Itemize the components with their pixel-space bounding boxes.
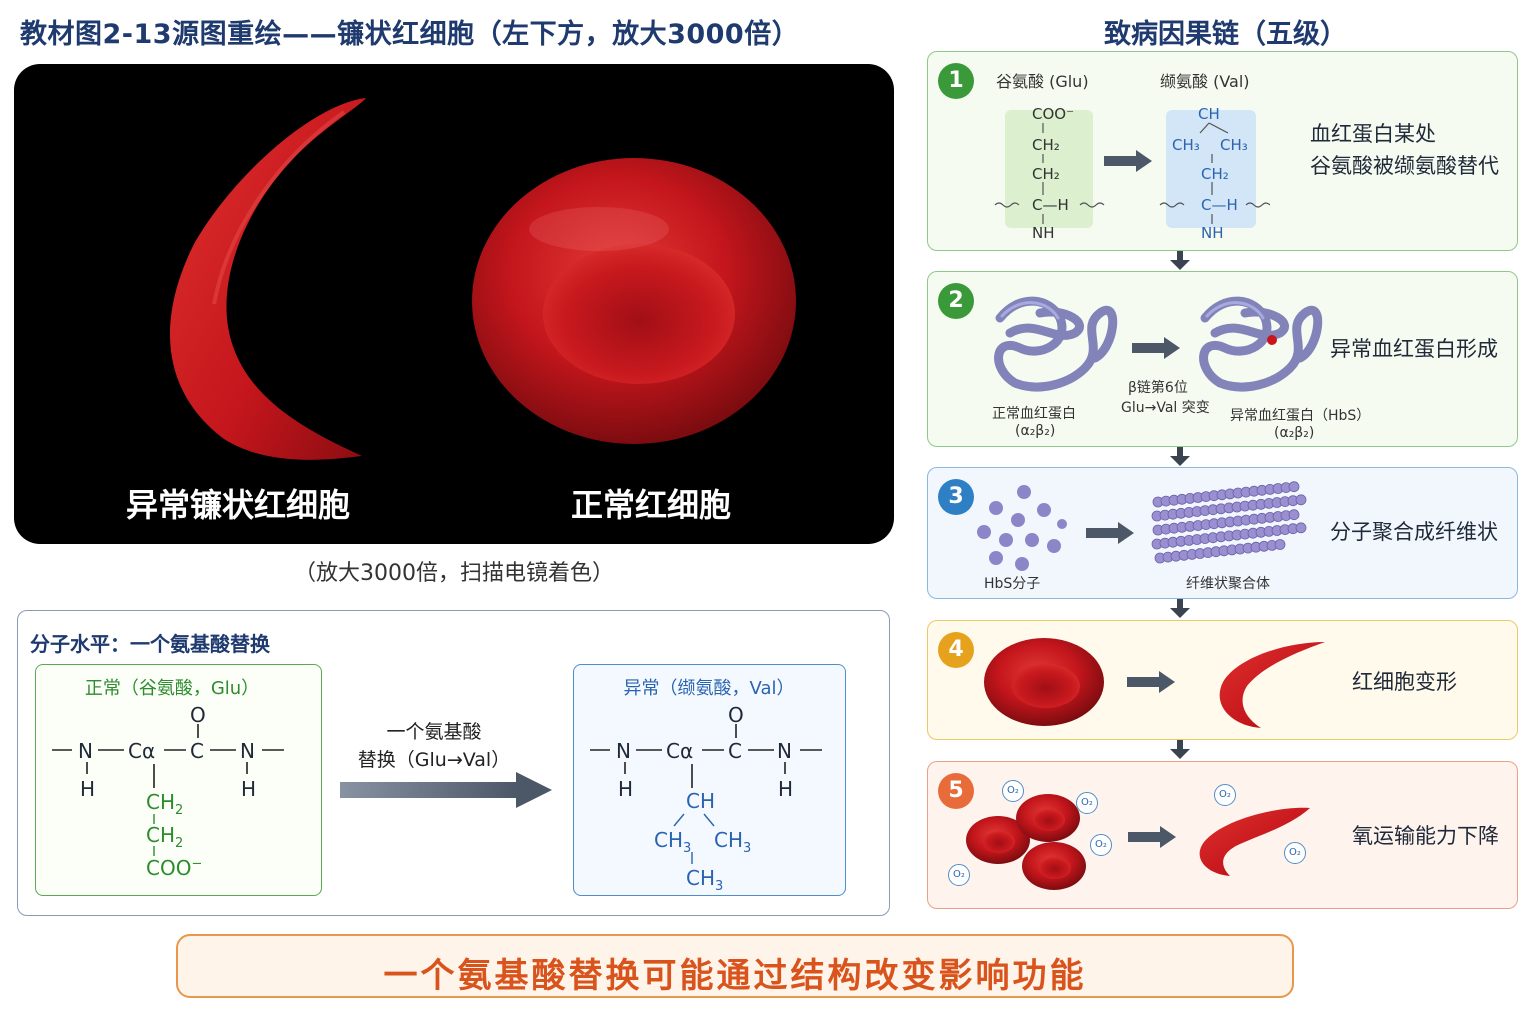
step-5-number: 5 <box>938 773 974 809</box>
glu-ch2-a: CH2 <box>146 790 184 818</box>
conclusion-banner: 一个氨基酸替换可能通过结构改变影响功能 <box>176 934 1294 998</box>
step-2-number: 2 <box>938 283 974 319</box>
val-ch3-bottom: CH3 <box>686 866 724 894</box>
step-2-proteins <box>994 296 1323 392</box>
fiber-bead <box>1295 522 1307 534</box>
step-1-glu-bg <box>1005 110 1093 228</box>
step-1-val-label: 缬氨酸 (Val) <box>1160 72 1250 91</box>
step-3-polymer-label: 纤维状聚合体 <box>1186 576 1270 592</box>
step-2-abnormal-label: 异常血红蛋白（HbS） <box>1230 408 1371 424</box>
o2-bubble: O₂ <box>1002 780 1024 802</box>
fiber-bead <box>1288 481 1300 493</box>
val-ca: Cα <box>666 739 694 763</box>
glu-h2: H <box>241 777 257 801</box>
val-c: C <box>728 739 742 763</box>
step-1-desc: 血红蛋白某处谷氨酸被缬氨酸替代 <box>1310 122 1499 178</box>
glu-h1: H <box>80 777 96 801</box>
step-1-val-bg <box>1166 110 1256 228</box>
o2-bubble: O₂ <box>1214 784 1236 806</box>
glu-structure-box <box>35 664 322 896</box>
glu-c: C <box>190 739 204 763</box>
step-1-glu-ch2-b: CH₂ <box>1032 165 1060 183</box>
step-1-glu-ch: C—H <box>1032 196 1069 214</box>
sickle-cell <box>170 98 366 460</box>
step-5-desc: 氧运输能力下降 <box>1352 824 1499 848</box>
step-4-desc: 红细胞变形 <box>1352 670 1457 694</box>
molecular-heading: 分子水平：一个氨基酸替换 <box>30 632 270 656</box>
val-o: O <box>728 703 744 727</box>
o2-bubble: O₂ <box>948 864 970 886</box>
step-2-desc: 异常血红蛋白形成 <box>1330 337 1498 361</box>
val-ch3-right: CH3 <box>714 828 752 856</box>
down-arrow-1 <box>1170 251 1190 270</box>
step-2-normal-formula: (α₂β₂) <box>1015 423 1056 439</box>
step-5-illustration <box>966 794 1310 890</box>
step-3-illustration <box>977 481 1307 571</box>
step-1-val-nh: NH <box>1201 224 1224 242</box>
o2-bubble: O₂ <box>1284 842 1306 864</box>
normal-cell-label: 正常红细胞 <box>570 486 732 524</box>
step-1-glu-nh: NH <box>1032 224 1055 242</box>
step-1-val-ch3-a: CH₃ <box>1172 136 1200 154</box>
val-h1: H <box>618 777 634 801</box>
conclusion-text: 一个氨基酸替换可能通过结构改变影响功能 <box>383 956 1087 996</box>
val-h2: H <box>778 777 794 801</box>
glu-n: N <box>78 739 93 763</box>
down-arrow-2 <box>1170 447 1190 466</box>
step-4-illustration <box>984 638 1325 728</box>
val-box-title: 异常（缬氨酸，Val） <box>623 678 795 699</box>
step-4-number: 4 <box>938 632 974 668</box>
val-n2: N <box>777 739 792 763</box>
sickle-cell-label: 异常镰状红细胞 <box>125 486 351 524</box>
down-arrow-4 <box>1170 740 1190 759</box>
step-1-glu-label: 谷氨酸 (Glu) <box>996 72 1089 91</box>
glu-n2: N <box>240 739 255 763</box>
glu-o: O <box>190 703 206 727</box>
val-structure-box <box>573 664 846 896</box>
step-2-abnormal-formula: (α₂β₂) <box>1274 425 1315 441</box>
step-1-val-ch: CH <box>1198 105 1220 123</box>
down-arrow-3 <box>1170 599 1190 618</box>
swap-arrow <box>340 772 552 808</box>
val-n: N <box>616 739 631 763</box>
step-3-number: 3 <box>938 479 974 515</box>
photo-panel <box>14 64 894 544</box>
main-title: 教材图2-13源图重绘——镰状红细胞（左下方，放大3000倍） <box>20 19 800 50</box>
val-ch: CH <box>686 789 716 813</box>
step-1-glu-ch2-a: CH₂ <box>1032 136 1060 154</box>
glu-ch2-b: CH2 <box>146 823 184 851</box>
fiber-bead <box>1274 539 1286 550</box>
step-2-normal-label: 正常血红蛋白 <box>992 406 1076 422</box>
step-3-molecule-label: HbS分子 <box>984 576 1041 592</box>
step-1-val-c-h: C—H <box>1201 196 1238 214</box>
photo-caption: （放大3000倍，扫描电镜着色） <box>294 561 614 586</box>
val-ch3-left: CH3 <box>654 828 692 856</box>
chain-title: 致病因果链（五级） <box>1104 19 1347 50</box>
step-3-desc: 分子聚合成纤维状 <box>1330 520 1498 544</box>
fiber-bead <box>1288 509 1300 521</box>
glu-coo: COO− <box>146 856 203 880</box>
swap-label: 一个氨基酸替换（Glu→Val） <box>357 721 511 771</box>
step-2-mutation-2: Glu→Val 突变 <box>1121 400 1210 416</box>
o2-bubble: O₂ <box>1090 834 1112 856</box>
glu-box-title: 正常（谷氨酸，Glu） <box>84 678 260 699</box>
step-1-val-ch3-b: CH₃ <box>1220 136 1248 154</box>
cells-photo <box>170 98 796 460</box>
fiber-bead <box>1295 494 1307 506</box>
step-1-number: 1 <box>938 63 974 99</box>
step-1-structures <box>994 122 1270 224</box>
step-1-val-ch2: CH₂ <box>1201 165 1229 183</box>
step-2-mutation-1: β链第6位 <box>1128 380 1188 396</box>
o2-bubble: O₂ <box>1076 792 1098 814</box>
glu-ca: Cα <box>128 739 156 763</box>
step-1-coo: COO⁻ <box>1032 105 1075 123</box>
